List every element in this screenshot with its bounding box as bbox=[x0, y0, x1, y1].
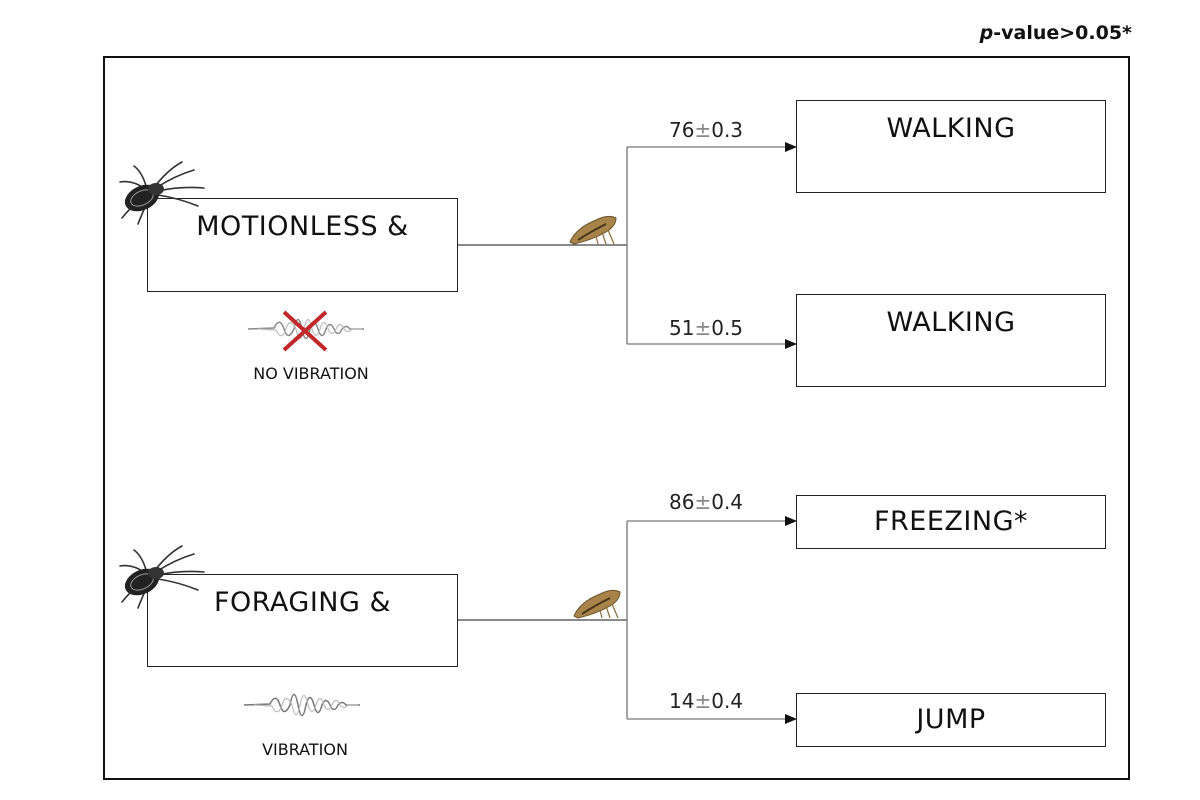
plus-minus: ± bbox=[694, 316, 712, 340]
outcome-box: WALKING bbox=[796, 100, 1106, 193]
outcome-box: WALKING bbox=[796, 294, 1106, 387]
spider-icon bbox=[119, 161, 205, 225]
plus-minus: ± bbox=[694, 689, 712, 713]
p-symbol: p bbox=[979, 22, 994, 44]
outcome-label: WALKING bbox=[886, 307, 1016, 338]
vibration-label: VIBRATION bbox=[262, 740, 348, 759]
outcome-value: 86 bbox=[669, 490, 695, 514]
plus-minus: ± bbox=[694, 118, 712, 142]
outcome-error: 0.3 bbox=[711, 118, 744, 142]
spider-state-box-motionless: MOTIONLESS & bbox=[147, 198, 458, 292]
outcome-stat: 86±0.4 bbox=[669, 490, 743, 514]
outcome-label: FREEZING* bbox=[874, 506, 1028, 537]
outcome-value: 14 bbox=[669, 689, 695, 713]
outcome-label: WALKING bbox=[886, 113, 1016, 144]
leafhopper-icon bbox=[569, 215, 617, 245]
outcome-stat: 51±0.5 bbox=[669, 316, 743, 340]
vibration-label: NO VIBRATION bbox=[253, 364, 369, 383]
outcome-stat: 14±0.4 bbox=[669, 689, 743, 713]
outcome-error: 0.4 bbox=[711, 689, 744, 713]
outcome-value: 51 bbox=[669, 316, 695, 340]
spider-state-label: FORAGING & bbox=[213, 587, 392, 618]
spider-state-label: MOTIONLESS & bbox=[196, 211, 409, 242]
plus-minus: ± bbox=[694, 490, 712, 514]
outcome-box: FREEZING* bbox=[796, 495, 1106, 549]
outcome-value: 76 bbox=[669, 118, 695, 142]
spider-icon bbox=[119, 545, 205, 609]
spider-state-box-foraging: FORAGING & bbox=[147, 574, 458, 667]
vibration-wave-icon bbox=[243, 693, 360, 717]
outcome-stat: 76±0.3 bbox=[669, 118, 743, 142]
outcome-box: JUMP bbox=[796, 693, 1106, 747]
outcome-error: 0.5 bbox=[711, 316, 744, 340]
outcome-error: 0.4 bbox=[711, 490, 744, 514]
significance-note: p-value>0.05* bbox=[980, 22, 1132, 44]
outcome-label: JUMP bbox=[916, 704, 986, 735]
vibration-wave-crossed-icon bbox=[247, 310, 364, 352]
leafhopper-icon bbox=[573, 589, 621, 619]
significance-text: -value>0.05* bbox=[993, 22, 1132, 44]
